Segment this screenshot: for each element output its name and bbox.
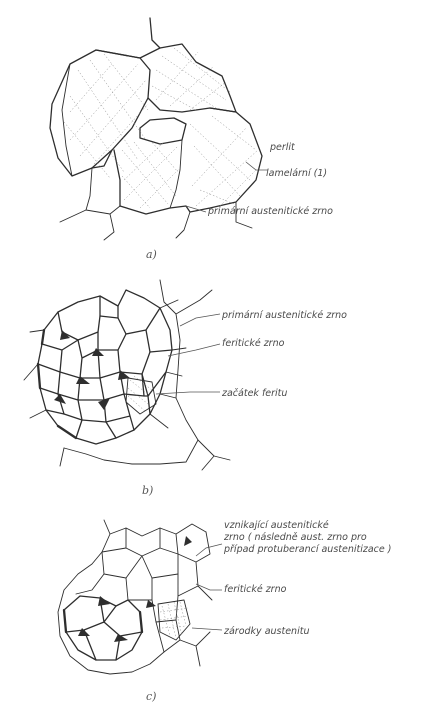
leader-ferrite-c <box>196 584 222 590</box>
label-new-grain-line-2: zrno ( následně aust. zrno pro <box>223 532 367 543</box>
label-ferrite-grain-c: feritické zrno <box>224 584 287 595</box>
label-new-grain-line-1: vznikající austenitické <box>224 520 329 531</box>
label-primary-austenite-grain-a: primární austenitické zrno <box>207 206 333 217</box>
caption-a: a) <box>146 248 157 261</box>
leader-primary-b <box>180 314 220 326</box>
label-new-grain-line-3: případ protuberancí austenitizace ) <box>223 544 391 555</box>
leader-martensite <box>192 628 222 630</box>
caption-c: c) <box>146 690 156 703</box>
label-ferrite-grain-b: feritické zrno <box>222 338 285 349</box>
caption-b: b) <box>142 484 153 497</box>
label-pearlite-lamellar: lamelární (1) <box>266 168 327 179</box>
label-primary-austenite-grain-b: primární austenitické zrno <box>221 310 347 321</box>
leader-ferrite-b <box>168 344 220 356</box>
leader-lamella <box>156 392 220 394</box>
label-pearlite: perlit <box>269 142 296 153</box>
panel-b-drawing <box>24 280 230 470</box>
label-martensite-nuclei: zárodky austenitu <box>223 626 309 637</box>
panel-c-drawing <box>58 520 212 674</box>
leader-pearlite <box>246 162 268 170</box>
label-lamella-start: začátek feritu <box>221 388 287 399</box>
